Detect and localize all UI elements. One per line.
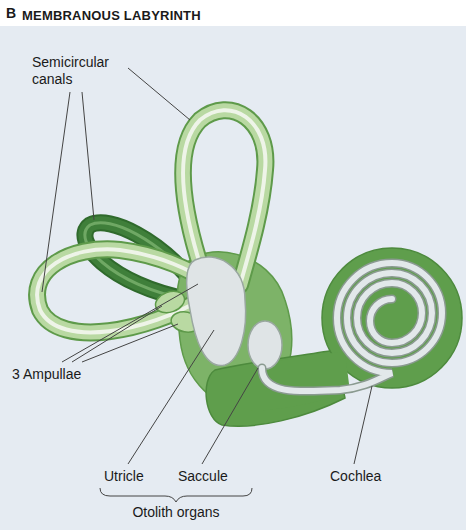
part-label: Cochlea [330,468,381,485]
saccule-shape [248,321,282,369]
part-label: Semicircular canals [32,54,124,88]
utricle-shape [187,257,246,366]
part-label: Saccule [178,468,228,485]
brace [100,488,252,502]
part-label: Utricle [104,468,144,485]
diagram-title: MEMBRANOUS LABYRINTH [22,7,201,24]
group-label: Otolith organs [132,504,219,521]
leader-lines [42,68,372,464]
anterior-canal [183,110,265,285]
panel-ground [0,26,466,530]
cochlear-duct [262,263,442,391]
part-label: 3 Ampullae [12,366,81,383]
panel-letter: B [6,5,16,22]
